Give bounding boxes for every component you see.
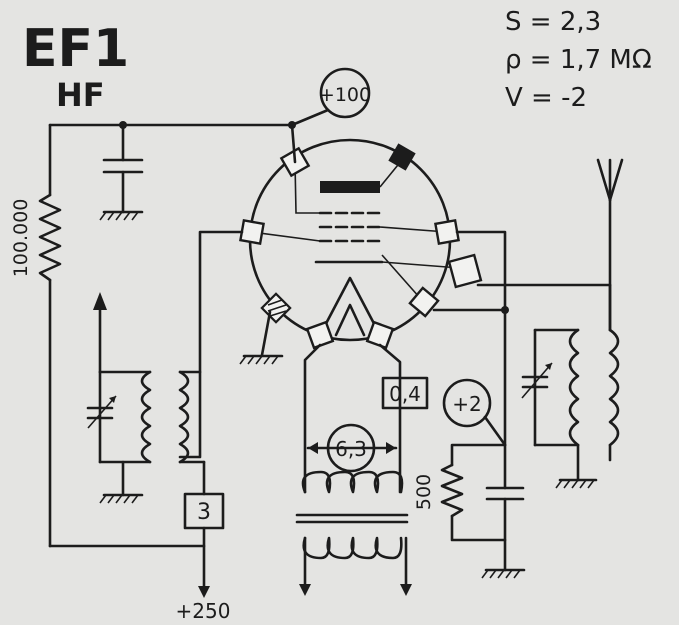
pin-heater-right [365,320,395,350]
suppressor-wire [455,230,507,447]
screen-voltage-leader [290,108,330,127]
tube-name: EF1 [22,19,129,79]
heater-current-box [381,376,429,410]
pin-cathode [447,253,483,289]
heater-filament-inner [334,303,366,337]
pin-suppressor [434,219,460,245]
anode-plate [320,181,380,193]
resistor-cathode-icon [440,463,464,518]
cathode-internal-link [381,261,461,269]
heater-transformer-icon [295,470,412,596]
grid-wire [178,230,244,459]
cathode-internal-link-2 [381,254,421,299]
supply-wire [48,544,206,592]
spec-grid-bias: V = -2 [505,83,587,113]
screen-internal-link [294,161,320,214]
junction-dot [501,306,509,314]
spec-transconductance: S = 2,3 [505,7,601,37]
cathode-resistor-wire-top [450,443,507,467]
pin-cathode-2 [408,286,440,318]
heater-wire-right [378,343,402,494]
cathode-resistor-wire-bottom [450,514,507,542]
top-bus-wire [48,123,297,164]
arrow-right-icon [386,442,396,454]
pin-anode-cap [388,143,416,171]
junction-dot [288,121,296,129]
cathode-voltage-label: +2 [452,392,481,416]
heater-filament [318,276,382,337]
grid-internal-link [251,231,321,242]
arrow-down-icon [198,586,210,598]
resistor-plate-icon [38,193,62,282]
function-label: HF [56,76,105,114]
heater-current-label: 0,4 [389,382,421,406]
spec-resistance: ρ = 1,7 MΩ [505,45,652,75]
pin-number-label: 3 [197,500,211,525]
capacitor-decoupling-icon [99,123,144,221]
supply-voltage-label: +250 [176,599,231,623]
output-tuned-circuit [521,283,620,489]
arrow-left-icon [308,442,318,454]
pin-grid [239,219,265,245]
shield-wire [260,310,272,357]
antenna-icon [596,158,624,332]
input-tuned-circuit [86,370,206,504]
ground-icon [481,568,526,579]
resistor-plate-label: 100.000 [10,199,32,278]
heater-wire-left [303,343,322,494]
cathode-voltage-badge [442,378,492,428]
heater-voltage-badge [326,423,376,473]
arrow-up-icon [93,292,107,310]
heater-voltage-label: 6,3 [335,437,367,461]
ground-icon [239,354,284,365]
cathode-voltage-leader [483,415,507,447]
capacitor-cathode-icon [485,443,525,572]
screen-voltage-label: +100 [319,84,371,106]
resistor-cathode-label: 500 [413,474,435,510]
screen-voltage-badge [319,67,371,119]
pin-heater-left [305,320,335,350]
